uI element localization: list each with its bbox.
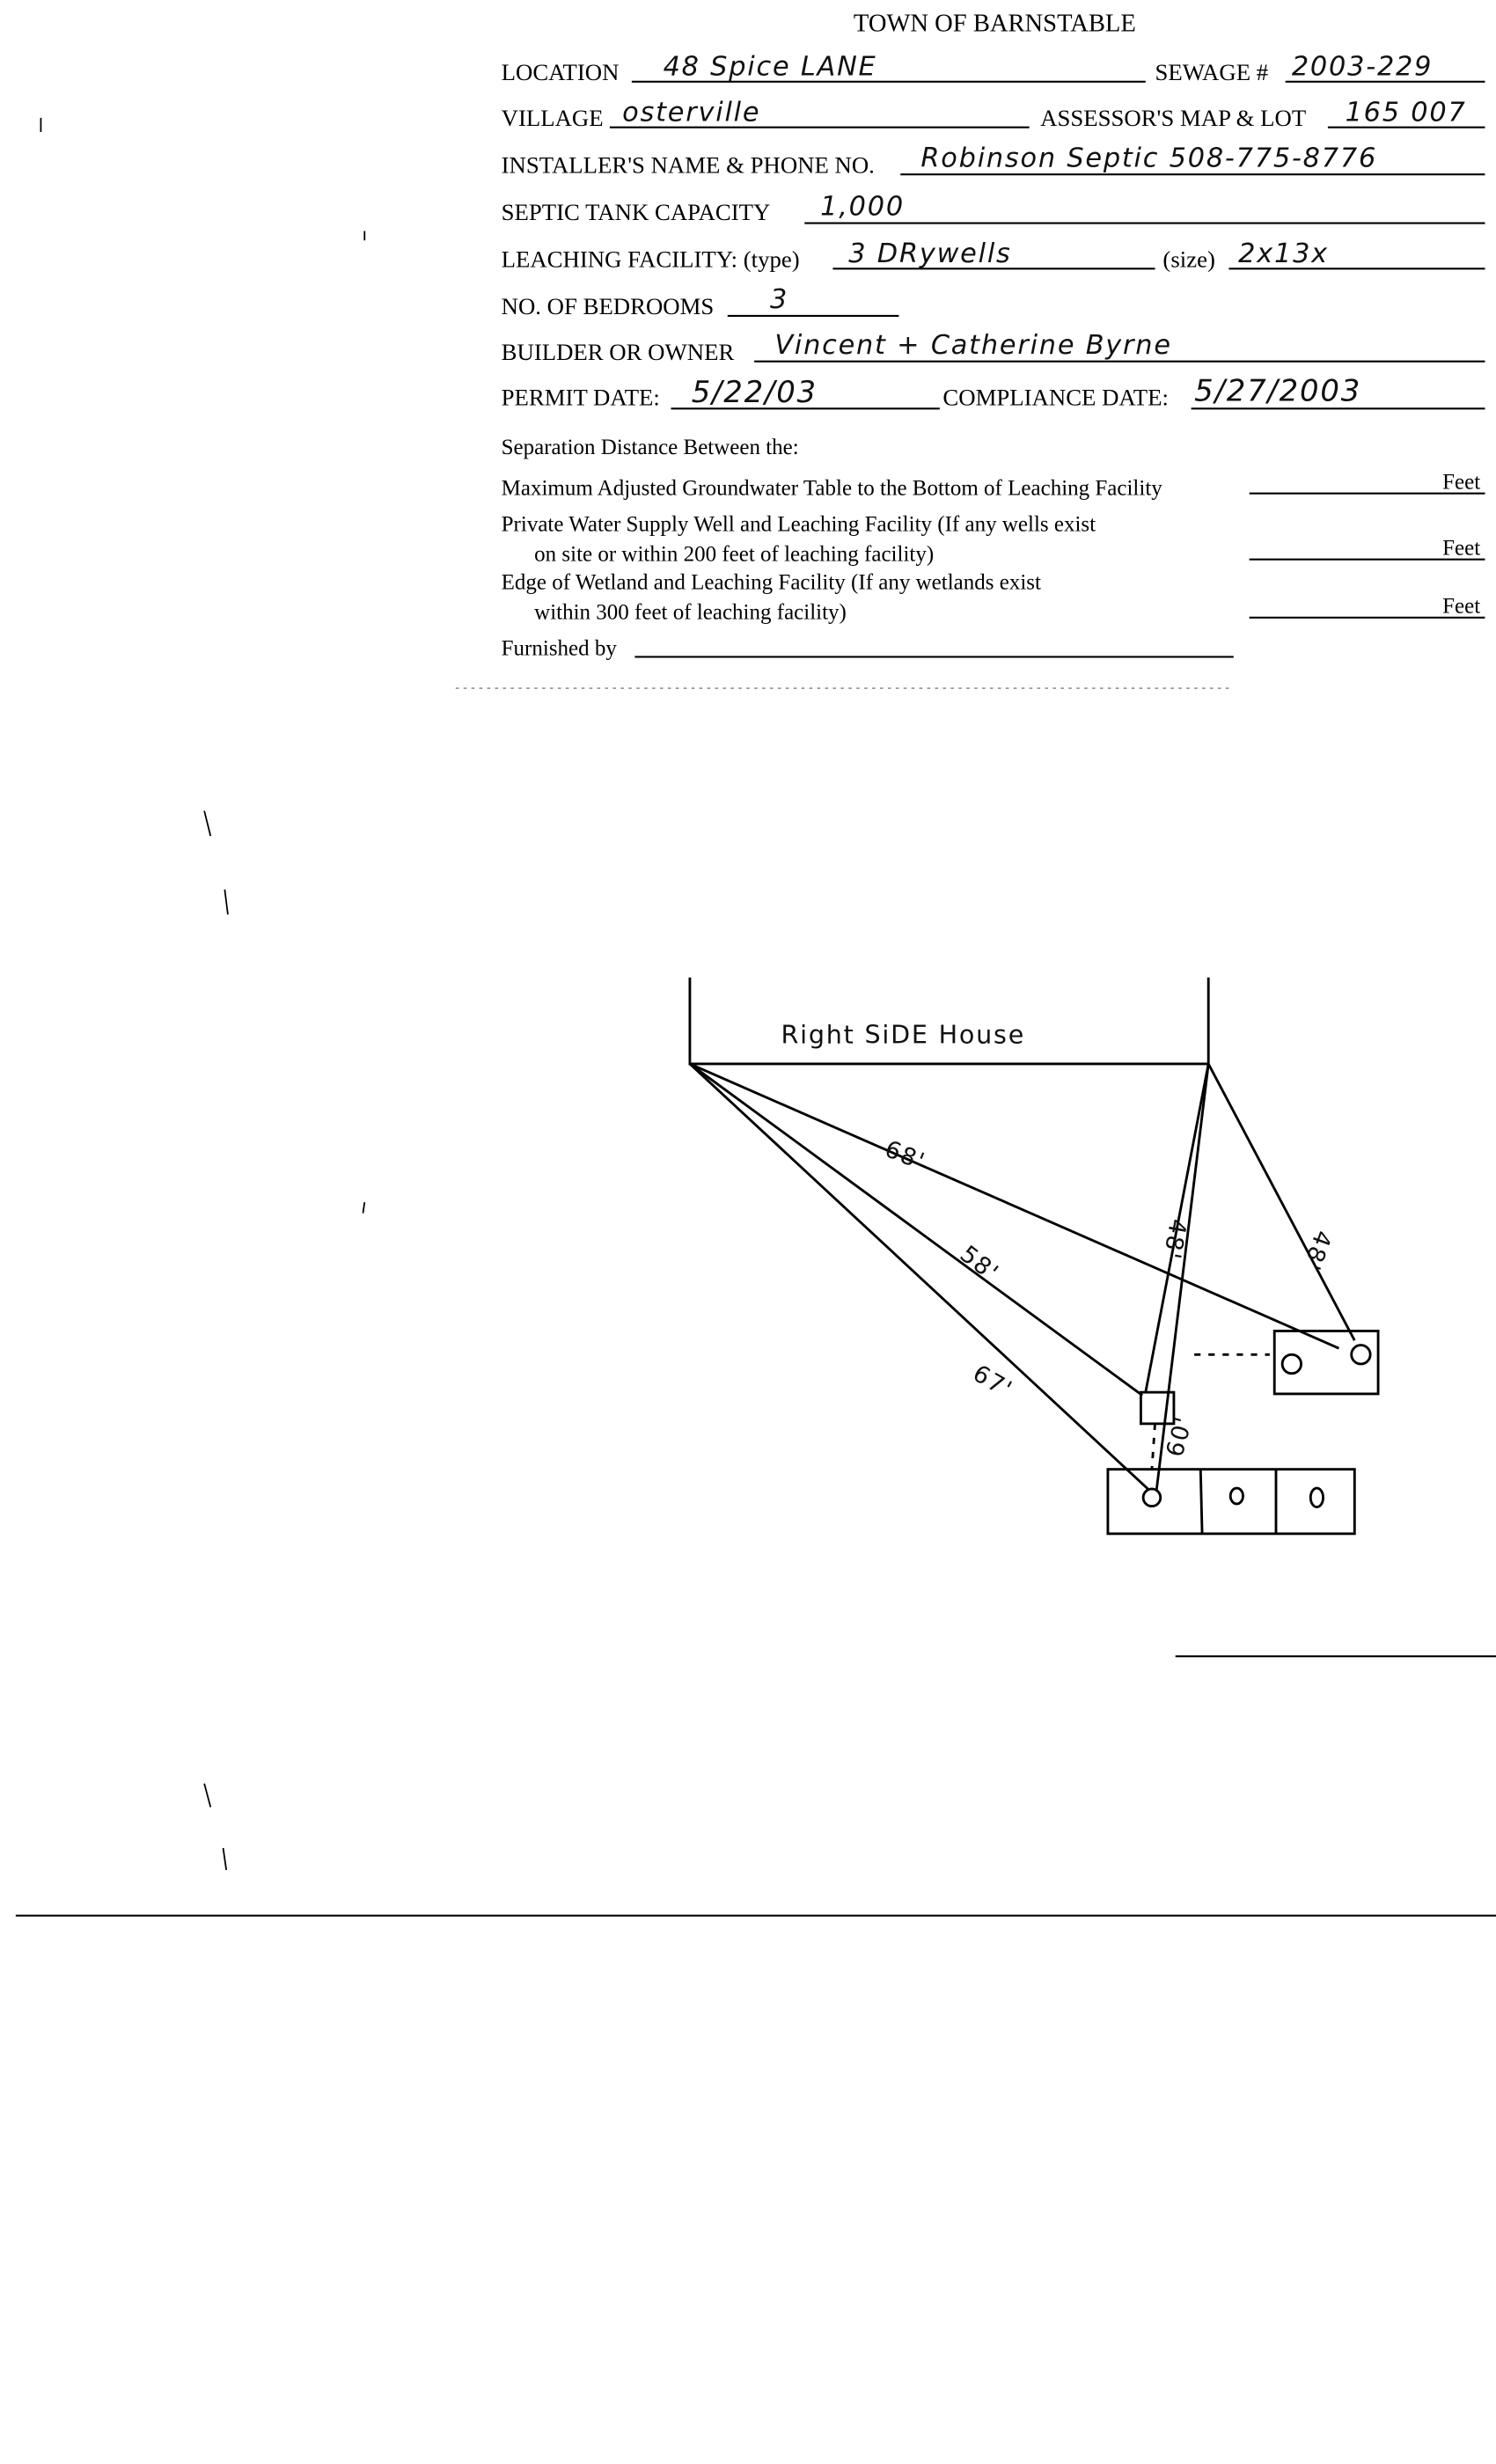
installer-label: INSTALLER'S NAME & PHONE NO. — [502, 151, 875, 178]
feet-unit-3: Feet — [1442, 594, 1480, 618]
feet-unit-1: Feet — [1442, 470, 1480, 494]
distance-label-58: 58' — [955, 1241, 1004, 1287]
bedrooms-value: 3 — [770, 284, 788, 315]
distance-line-67 — [688, 1062, 1150, 1491]
owner-label: BUILDER OR OWNER — [502, 339, 735, 365]
village-value: osterville — [622, 98, 760, 128]
permit-date-value: 5/22/03 — [692, 375, 818, 409]
distance-label-48-middle: 48' — [1157, 1217, 1192, 1262]
size-label: (size) — [1162, 246, 1214, 273]
separation-row-3-cont: within 300 feet of leaching facility) — [534, 601, 847, 625]
compliance-date-value: 5/27/2003 — [1194, 373, 1361, 407]
owner-value: Vincent + Catherine Byrne — [774, 330, 1171, 361]
location-value: 48 Spice LANE — [664, 52, 877, 83]
tank-value: 1,000 — [820, 192, 905, 223]
size-value: 2x13x — [1238, 238, 1329, 269]
house-label: Right SiDE House — [781, 1020, 1026, 1050]
drywell-circle — [1228, 1486, 1244, 1506]
village-label: VILLAGE — [502, 105, 604, 131]
drywell-circle — [1309, 1486, 1325, 1508]
separation-row-3: Edge of Wetland and Leaching Facility (I… — [502, 571, 1041, 595]
leaching-value: 3 DRywells — [848, 238, 1011, 269]
sewage-value: 2003-229 — [1292, 52, 1433, 83]
feet-unit-2: Feet — [1442, 536, 1480, 560]
installer-value: Robinson Septic 508-775-8776 — [920, 143, 1377, 173]
furnished-by-label: Furnished by — [502, 637, 618, 661]
distance-label-60: 60' — [1162, 1413, 1199, 1460]
bedrooms-label: NO. OF BEDROOMS — [502, 293, 715, 319]
drywell-row-box — [1106, 1468, 1356, 1536]
site-sketch: Right SiDE House 68' 58' 67' 48' 48' 60' — [688, 977, 1380, 1536]
distance-line-58 — [689, 1062, 1144, 1397]
septic-tank-box — [1140, 1390, 1176, 1426]
separation-row-1: Maximum Adjusted Groundwater Table to th… — [502, 477, 1163, 501]
distance-line-48-c — [1206, 1063, 1356, 1341]
distance-label-68: 68' — [881, 1135, 929, 1176]
form-title: TOWN OF BARNSTABLE — [854, 11, 1136, 38]
map-lot-value: 165 007 — [1346, 98, 1467, 128]
form-header: TOWN OF BARNSTABLE LOCATION 48 Spice LAN… — [502, 11, 1485, 411]
drywell-circle — [1350, 1344, 1372, 1366]
distance-line-48-a — [1144, 1063, 1210, 1393]
scan-marks — [40, 117, 366, 1871]
drywell-circle — [1141, 1487, 1162, 1508]
location-label: LOCATION — [502, 59, 620, 85]
map-lot-label: ASSESSOR'S MAP & LOT — [1040, 105, 1306, 131]
drywell-circle — [1280, 1353, 1302, 1375]
permit-date-label: PERMIT DATE: — [502, 385, 660, 411]
distance-line-68 — [689, 1062, 1340, 1350]
drywell-right-box — [1272, 1330, 1380, 1396]
sewage-label: SEWAGE # — [1155, 59, 1269, 85]
tank-label: SEPTIC TANK CAPACITY — [502, 199, 771, 225]
leaching-label: LEACHING FACILITY: (type) — [502, 246, 800, 273]
compliance-date-label: COMPLIANCE DATE: — [942, 385, 1169, 411]
separation-row-2-cont: on site or within 200 feet of leaching f… — [534, 543, 934, 567]
separation-row-2: Private Water Supply Well and Leaching F… — [502, 513, 1096, 537]
separation-heading: Separation Distance Between the: — [502, 436, 799, 459]
distance-line-48-b — [1155, 1063, 1210, 1491]
separation-section: Separation Distance Between the: Maximum… — [455, 436, 1485, 690]
distance-label-67: 67' — [968, 1360, 1017, 1404]
house-outline — [688, 977, 1210, 1066]
distance-label-48-right: 48' — [1297, 1227, 1337, 1275]
